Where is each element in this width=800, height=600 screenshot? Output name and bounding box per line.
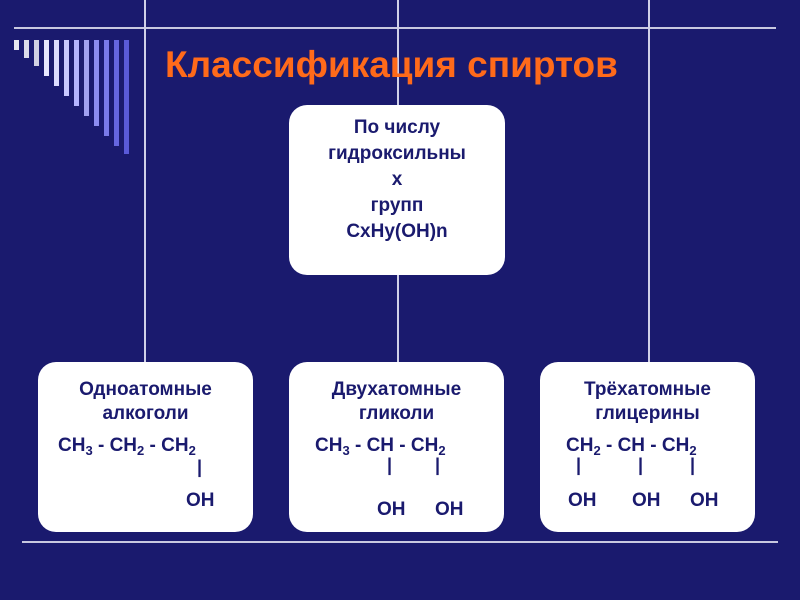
box1-line1: Одноатомные — [79, 379, 212, 400]
center-line-5: CxHy(OH)n — [346, 221, 448, 242]
box3-oh-2: OH — [632, 490, 661, 511]
box2-line2: гликоли — [358, 403, 435, 424]
box3-line1: Трёхатомные — [584, 379, 711, 400]
box3-oh-1: OH — [568, 490, 597, 511]
center-line-2: гидроксильны — [328, 143, 466, 164]
connector-left — [144, 0, 146, 362]
center-box-by-hydroxyl-count: По числу гидроксильны х групп CxHy(OH)n — [289, 105, 505, 275]
box2-oh-1: OH — [377, 499, 406, 520]
top-rule — [14, 27, 776, 29]
box3-oh-3: OH — [690, 490, 719, 511]
box2-bond-2: | — [435, 455, 441, 475]
connector-right — [648, 0, 650, 362]
box1-formula: CH3 - CH2 - CH2 — [58, 435, 196, 458]
center-line-1: По числу — [353, 117, 441, 138]
box1-oh-1: OH — [186, 490, 215, 511]
box3-bond-2: | — [638, 455, 644, 475]
box2-bond-1: | — [387, 455, 393, 475]
box3-line2: глицерины — [595, 403, 700, 424]
box2-line1: Двухатомные — [331, 379, 462, 400]
center-line-3: х — [391, 169, 403, 190]
box3-formula: CH2 - CH - CH2 — [566, 435, 697, 458]
box-dihydric: Двухатомные гликоли CH3 - CH - CH2 | | O… — [289, 362, 504, 532]
box2-oh-2: OH — [435, 499, 464, 520]
box-monohydric: Одноатомные алкоголи CH3 - CH2 - CH2 | O… — [38, 362, 253, 532]
box2-formula: CH3 - CH - CH2 — [315, 435, 446, 458]
box3-bond-3: | — [690, 455, 696, 475]
box-trihydric: Трёхатомные глицерины CH2 - CH - CH2 | |… — [540, 362, 755, 532]
center-line-4: групп — [370, 195, 424, 216]
box1-bond: | — [197, 457, 203, 477]
box3-bond-1: | — [576, 455, 582, 475]
slide-title: Классификация спиртов — [165, 44, 618, 85]
box1-line2: алкоголи — [102, 403, 189, 424]
bottom-rule — [22, 541, 778, 543]
